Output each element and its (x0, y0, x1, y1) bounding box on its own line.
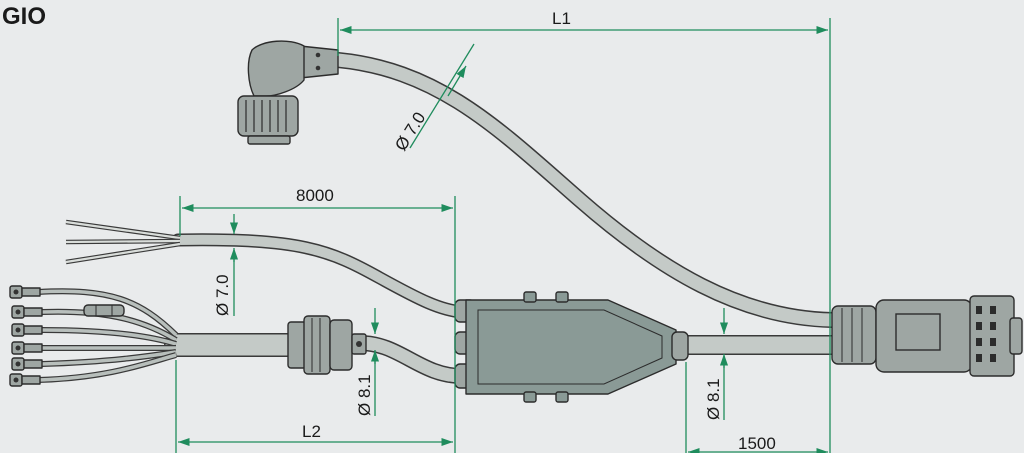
fan-out-wires (37, 288, 179, 383)
diagram-title: GIO (2, 3, 46, 30)
circular-connector (287, 315, 367, 375)
dim-l2-label: L2 (302, 422, 321, 441)
dia-left-label: Ø 7.0 (213, 274, 232, 316)
m12-angled-connector-icon (237, 40, 339, 145)
ring-terminals (9, 285, 43, 387)
fuse-holder (83, 304, 125, 317)
ring-terminal-icon (11, 341, 43, 355)
dia-mid-label: Ø 8.1 (355, 374, 374, 416)
ring-terminal-icon (11, 357, 43, 371)
ring-terminal-icon (9, 285, 41, 299)
dim-8000-label: 8000 (296, 186, 334, 205)
dia-top-label: Ø 7.0 (391, 109, 429, 154)
cables (9, 52, 846, 387)
multi-pin-plug-icon (831, 295, 1023, 377)
ring-terminal-icon (11, 305, 43, 319)
dia-right-label: Ø 8.1 (704, 378, 723, 420)
y-splitter-housing-icon (454, 291, 689, 403)
dimension-lines: L1 8000 L2 1500 Ø 7.0 Ø 7.0 Ø 8.1 Ø 8.1 (175, 9, 831, 453)
ring-terminal-icon (11, 323, 43, 337)
dim-l1-label: L1 (552, 9, 571, 28)
upper-cable (330, 52, 840, 328)
dim-1500-label: 1500 (738, 434, 776, 453)
ring-terminal-icon (9, 373, 41, 387)
